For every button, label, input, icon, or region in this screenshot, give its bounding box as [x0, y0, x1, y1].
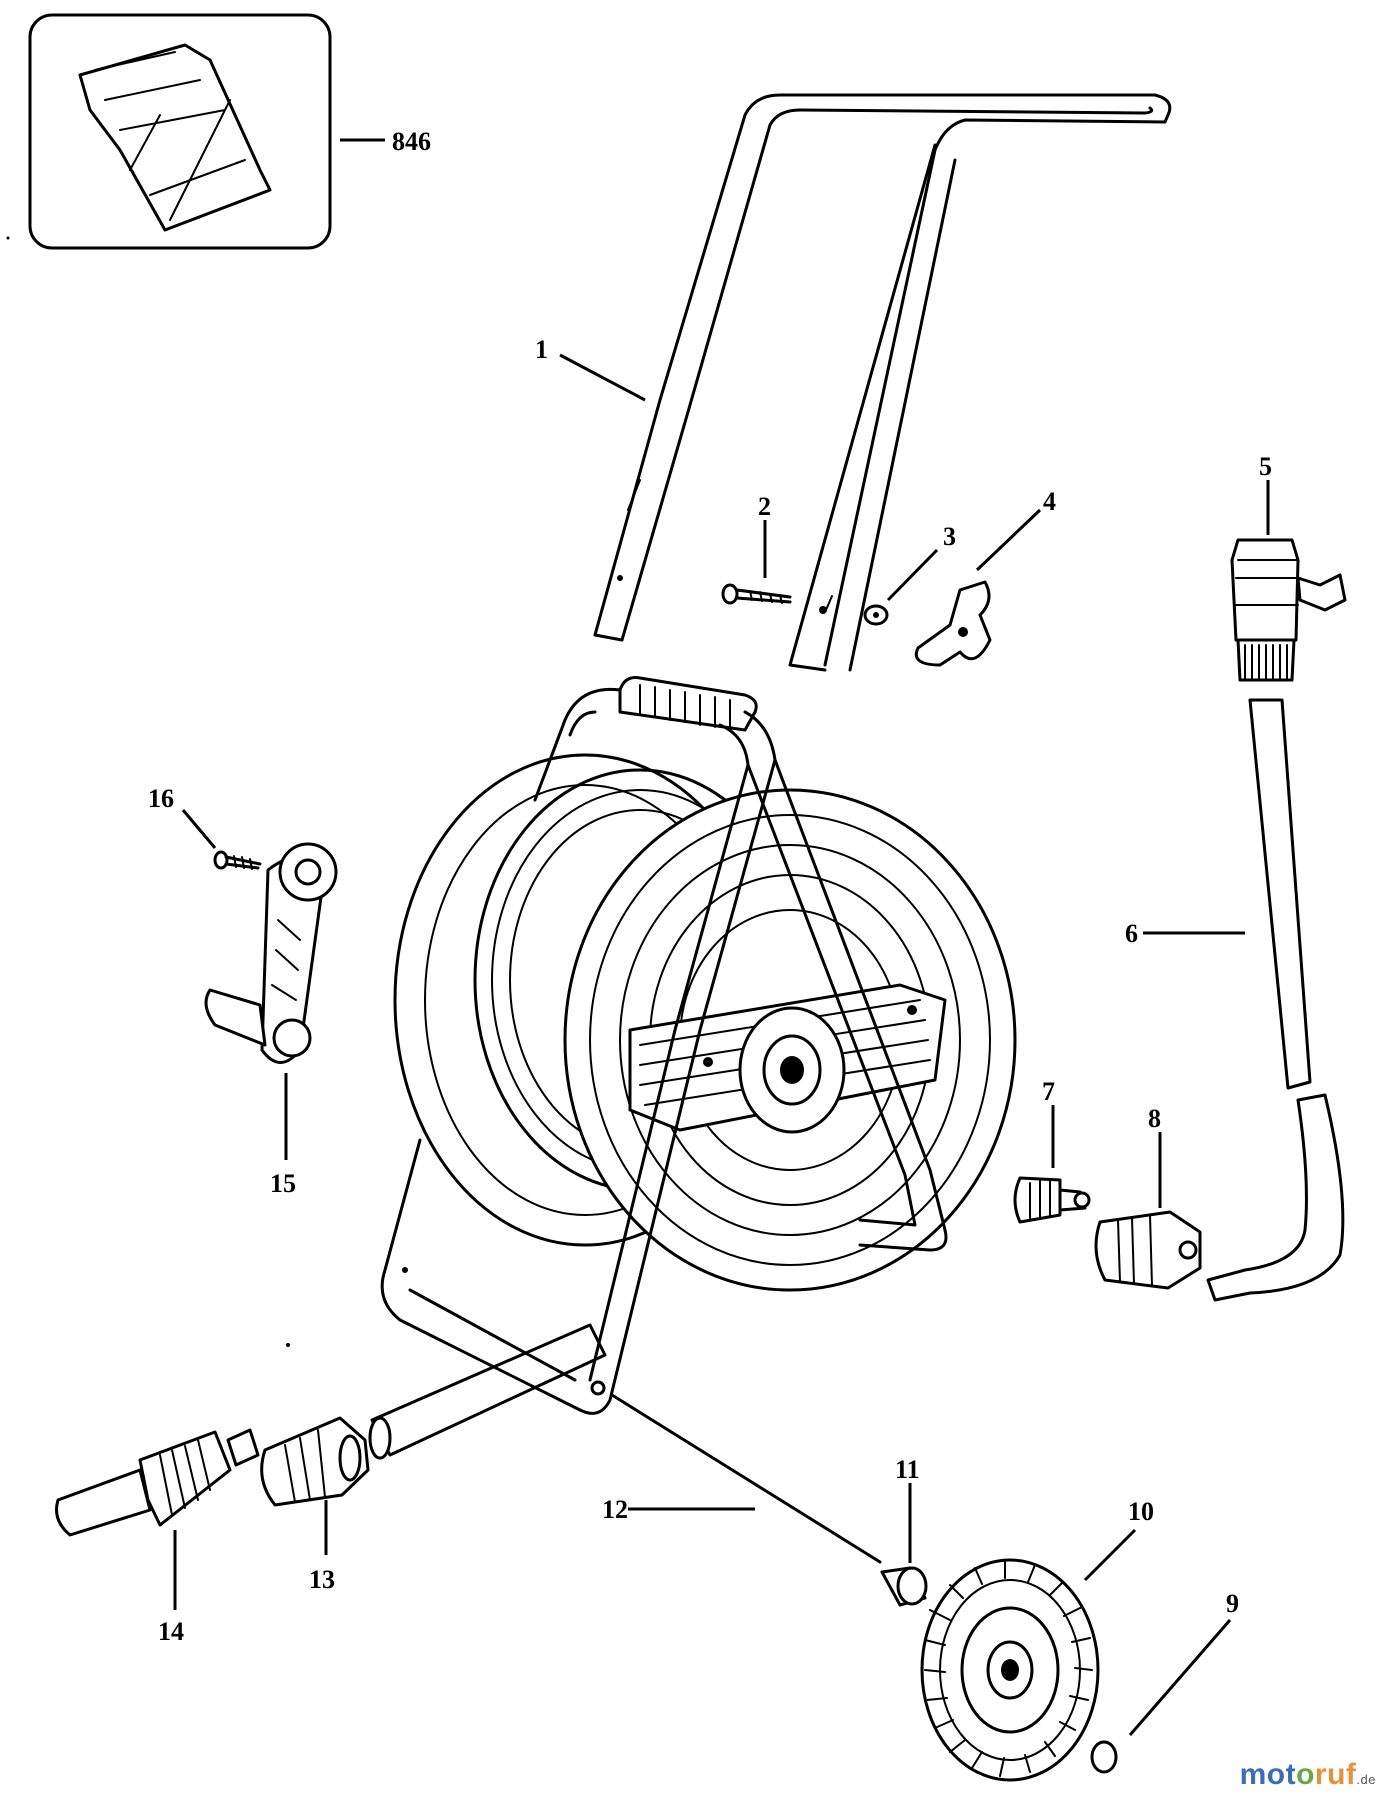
washer	[863, 604, 889, 626]
callout-11: 11	[895, 1455, 920, 1484]
leader-3	[886, 548, 939, 602]
hose-connector-13	[260, 1416, 370, 1507]
reel-frame	[380, 676, 948, 1415]
callout-10: 10	[1128, 1497, 1154, 1526]
parts-bag-846	[28, 13, 332, 250]
outlet-hose	[368, 1323, 607, 1460]
callout-5: 5	[1259, 452, 1272, 481]
leader-10	[1083, 1528, 1137, 1582]
tap-adapter	[1013, 1176, 1091, 1224]
tap-connector	[1230, 538, 1347, 682]
callout-15: 15	[270, 1169, 296, 1198]
axle-spacer	[880, 1566, 928, 1607]
screw	[213, 850, 262, 870]
leader-4	[975, 508, 1042, 572]
callout-9: 9	[1226, 1589, 1239, 1618]
callout-1: 1	[535, 335, 548, 364]
callout-8: 8	[1148, 1104, 1161, 1133]
spray-nozzle	[55, 1428, 260, 1537]
hose-reel-drum	[393, 753, 1017, 1292]
callout-14: 14	[158, 1617, 184, 1646]
callout-16: 16	[148, 784, 174, 813]
wing-nut	[914, 580, 992, 667]
watermark-logo: motoruf.de	[1239, 1758, 1376, 1791]
callout-846: 846	[392, 127, 431, 156]
axle-rod	[610, 1393, 882, 1564]
hose-connector-8	[1094, 1210, 1202, 1290]
crank-handle	[204, 842, 338, 1064]
callout-4: 4	[1043, 487, 1056, 516]
callout-13: 13	[309, 1565, 335, 1594]
callout-3: 3	[943, 522, 956, 551]
supply-hose	[1206, 698, 1345, 1302]
leader-9	[1128, 1619, 1232, 1736]
leader-16	[181, 809, 217, 849]
retaining-clip	[1090, 1740, 1118, 1774]
callout-7: 7	[1042, 1077, 1055, 1106]
callout-6: 6	[1125, 919, 1138, 948]
wheel	[920, 1558, 1100, 1782]
callout-2: 2	[758, 492, 771, 521]
callout-12: 12	[602, 1495, 628, 1524]
bolt	[721, 583, 792, 605]
handle-frame	[593, 93, 1172, 672]
leader-1	[559, 353, 646, 402]
